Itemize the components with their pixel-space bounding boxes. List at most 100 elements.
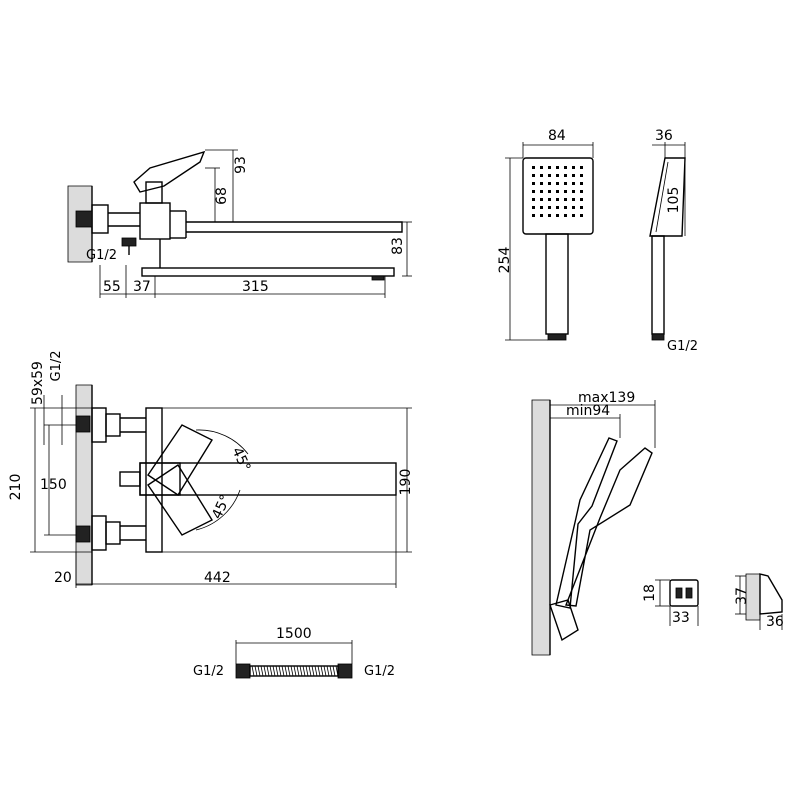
hose-winding <box>278 665 282 677</box>
hose-winding <box>269 665 273 677</box>
hose-winding <box>299 665 303 677</box>
shower-nozzle <box>580 174 583 177</box>
shower-nozzle <box>572 198 575 201</box>
top-lever-down <box>147 464 213 536</box>
side-spout <box>186 221 403 233</box>
hose-winding <box>323 665 327 677</box>
shower-nozzle <box>532 166 535 169</box>
bracket-front-body <box>669 579 699 607</box>
shower-head-front <box>522 157 594 235</box>
shower-nozzle <box>540 206 543 209</box>
shower-nozzle <box>532 182 535 185</box>
shower-nozzle <box>548 198 551 201</box>
side-dim-83: 83 <box>390 237 406 255</box>
holder-bracket <box>549 599 579 642</box>
shower-nozzle <box>540 174 543 177</box>
shower-side-thread: G1/2 <box>667 339 698 354</box>
shower-nozzle <box>556 174 559 177</box>
holder-wall <box>531 399 551 656</box>
shower-nozzle <box>540 190 543 193</box>
hose-winding <box>254 665 258 677</box>
hose-winding <box>320 665 324 677</box>
shower-dim-84: 84 <box>548 128 566 144</box>
shower-nozzle <box>532 190 535 193</box>
side-lever <box>133 150 206 193</box>
shower-nozzle <box>572 166 575 169</box>
hose-winding <box>260 665 264 677</box>
shower-handle-side <box>651 235 665 335</box>
side-nut <box>91 204 109 234</box>
shower-side-dim-36: 36 <box>655 128 673 144</box>
hose-winding <box>251 665 255 677</box>
side-dim-93: 93 <box>233 156 249 174</box>
bracket-side-dim-37: 37 <box>734 587 750 605</box>
top-dim-150: 150 <box>40 477 67 493</box>
top-view: 59x59 G1/2 210 150 45° 45° 190 20 442 <box>8 351 414 588</box>
side-dim-37: 37 <box>133 279 151 295</box>
top-angle-upper: 45° <box>228 445 253 474</box>
top-wall <box>75 384 93 586</box>
hose-winding <box>272 665 276 677</box>
top-upper-nut <box>91 407 107 443</box>
hose-winding <box>266 665 270 677</box>
shower-nozzle <box>572 182 575 185</box>
hose-coil <box>249 665 339 677</box>
side-dim-315: 315 <box>242 279 269 295</box>
bracket-dim-33: 33 <box>672 610 690 626</box>
hose-winding <box>290 665 294 677</box>
shower-nozzle <box>548 166 551 169</box>
shower-nozzle <box>532 198 535 201</box>
shower-side-dim-105: 105 <box>666 187 682 214</box>
shower-nozzle <box>556 182 559 185</box>
hose-length: 1500 <box>276 626 312 642</box>
bracket-side-dim-36: 36 <box>766 614 784 630</box>
shower-nozzle <box>548 206 551 209</box>
shower-nozzle <box>580 206 583 209</box>
shower-nozzle <box>548 190 551 193</box>
shower-nozzle <box>564 198 567 201</box>
shower-nozzle <box>540 182 543 185</box>
hose-winding <box>302 665 306 677</box>
hose-view: 1500 G1/2 G1/2 <box>193 626 395 679</box>
top-lower-nut <box>91 515 107 551</box>
holder-shower-max <box>565 447 653 607</box>
hose-winding <box>281 665 285 677</box>
hose-winding <box>317 665 321 677</box>
hose-winding <box>329 665 333 677</box>
hose-winding <box>314 665 318 677</box>
shower-nozzle <box>564 214 567 217</box>
hose-winding <box>275 665 279 677</box>
side-view: 93 68 83 G1/2 55 37 315 <box>67 149 412 298</box>
side-spout-tube <box>141 267 395 277</box>
hose-winding <box>305 665 309 677</box>
shower-nozzle <box>556 198 559 201</box>
shower-nozzle <box>572 174 575 177</box>
top-body <box>145 407 163 553</box>
top-dim-190: 190 <box>398 469 414 496</box>
hose-end-left <box>235 663 251 679</box>
shower-nozzle <box>564 174 567 177</box>
hose-end-right <box>337 663 353 679</box>
shower-nozzle <box>540 166 543 169</box>
shower-nozzle <box>532 174 535 177</box>
top-dim-59x59: 59x59 <box>30 361 46 405</box>
side-thread-label: G1/2 <box>86 248 117 263</box>
shower-nozzle <box>548 174 551 177</box>
hose-winding <box>287 665 291 677</box>
shower-nozzle <box>548 214 551 217</box>
top-thread-label: G1/2 <box>49 351 64 382</box>
hose-winding <box>257 665 261 677</box>
shower-nozzle <box>580 166 583 169</box>
shower-nozzle <box>580 190 583 193</box>
hose-winding <box>284 665 288 677</box>
shower-nozzle <box>564 182 567 185</box>
shower-nozzle <box>564 206 567 209</box>
hose-winding <box>311 665 315 677</box>
holder-max-label: max139 <box>578 390 635 406</box>
holder-shower-min <box>555 437 618 609</box>
shower-nozzle <box>540 198 543 201</box>
shower-nozzle <box>572 206 575 209</box>
shower-nozzle <box>556 166 559 169</box>
shower-nozzle <box>532 214 535 217</box>
